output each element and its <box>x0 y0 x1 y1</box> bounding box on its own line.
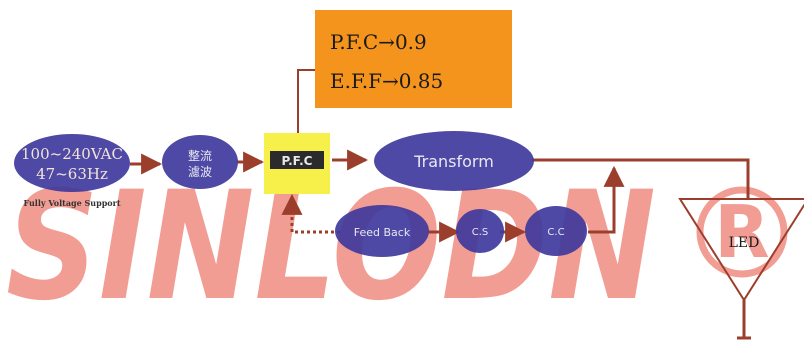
pfc-label: P.F.C <box>282 154 313 168</box>
connectors <box>130 149 751 340</box>
input-caption: Fully Voltage Support <box>23 198 120 208</box>
info-line-eff: E.F.F→0.85 <box>330 69 443 93</box>
transform-label: Transform <box>413 152 494 171</box>
led-label: LED <box>729 235 760 251</box>
feedback-label: Feed Back <box>354 226 411 239</box>
feedback-dotted-path <box>281 193 340 234</box>
cc-label: C.C <box>547 227 564 238</box>
info-box: P.F.C→0.9 E.F.F→0.85 <box>315 10 512 108</box>
led-triangle: LED <box>678 198 804 302</box>
input-frequency-label: 47~63Hz <box>36 165 108 183</box>
info-line-pfc: P.F.C→0.9 <box>330 30 427 54</box>
cc-node: C.C <box>525 206 587 256</box>
rectify-label: 整流 <box>188 148 212 163</box>
cs-node: C.S <box>456 209 504 253</box>
info-box-connector <box>297 69 315 134</box>
input-voltage-label: 100~240VAC <box>21 145 123 163</box>
pfc-node: P.F.C <box>264 133 330 194</box>
input-node: 100~240VAC 47~63Hz <box>14 134 130 192</box>
rectify-filter-node: 整流 濾波 <box>162 135 238 189</box>
cs-label: C.S <box>472 227 489 238</box>
transform-node: Transform <box>374 131 534 191</box>
feedback-node: Feed Back <box>335 205 429 257</box>
svg-text:R: R <box>714 190 769 274</box>
filter-label: 濾波 <box>188 164 212 179</box>
